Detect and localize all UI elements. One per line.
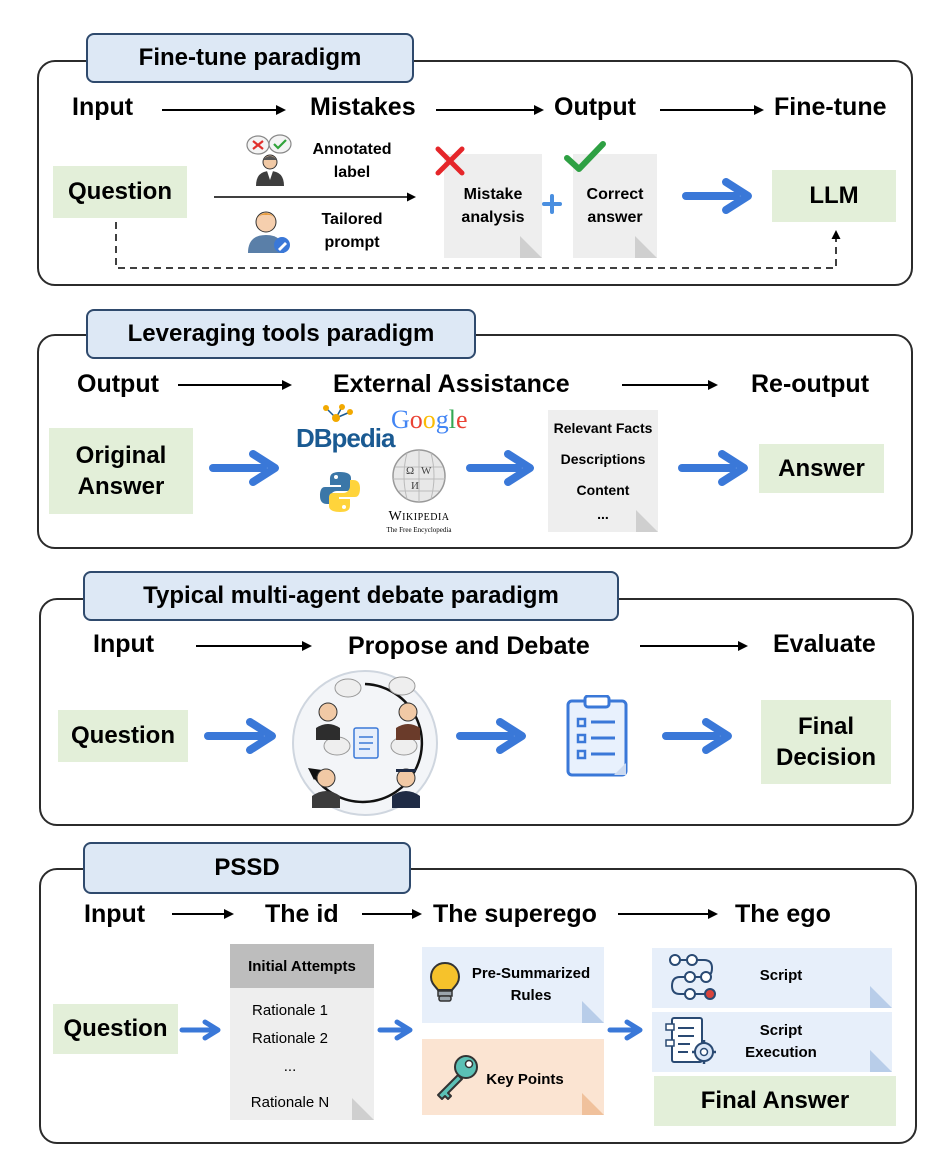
note-fold [870, 986, 892, 1008]
stage-external: External Assistance [333, 370, 570, 398]
tailored-label: Tailored prompt [321, 211, 383, 252]
final-answer-box: Final Answer [654, 1076, 896, 1126]
lightbulb-icon [428, 960, 462, 1004]
script-text: Script [759, 967, 803, 984]
dashed-feedback-arrow [115, 222, 841, 269]
blue-arrow [662, 718, 732, 754]
wikipedia-subtitle: The Free Encyclopedia [386, 526, 452, 534]
key-icon [432, 1052, 482, 1102]
python-icon [318, 470, 362, 514]
rationale-item: Rationale 2 [252, 1030, 328, 1047]
blue-arrow [678, 450, 748, 486]
thinking-person-icon [244, 134, 296, 186]
blue-arrow [179, 1019, 221, 1041]
stage-mistakes: Mistakes [310, 93, 416, 121]
check-icon [563, 140, 607, 174]
clipboard-icon [565, 694, 631, 779]
blue-arrow [466, 450, 534, 486]
note-fold [352, 1098, 374, 1120]
rationale-item: Rationale N [250, 1094, 330, 1111]
correct-note: Correct answer [573, 154, 657, 258]
stage-input: Input [84, 900, 146, 928]
stage-finetune: Fine-tune [774, 93, 887, 121]
plus-icon [541, 193, 563, 215]
mistake-note: Mistake analysis [444, 154, 542, 258]
debate-title: Typical multi-agent debate paradigm [83, 571, 619, 621]
original-answer-text: Original Answer [75, 441, 167, 500]
facts-note: Relevant Facts Descriptions Content ... [548, 410, 658, 532]
google-logo: Google [391, 405, 468, 434]
stage-propose: Propose and Debate [348, 632, 590, 660]
document-gear-icon [664, 1014, 718, 1070]
svg-text:W: W [421, 465, 432, 477]
note-fold [520, 236, 542, 258]
keypoints-text: Key Points [486, 1071, 564, 1088]
question-box: Question [53, 166, 187, 218]
note-fold [582, 1001, 604, 1023]
stage-reoutput: Re-output [751, 370, 870, 398]
blue-arrow [682, 178, 752, 214]
blue-arrow [607, 1019, 643, 1041]
original-answer-box: Original Answer [49, 428, 193, 514]
final-decision-box: Final Decision [761, 700, 891, 784]
stage-id: The id [265, 900, 339, 928]
cross-icon [433, 144, 467, 178]
rationale-item: ... [283, 1058, 297, 1075]
answer-box: Answer [759, 444, 884, 493]
stage-input: Input [93, 630, 155, 658]
fact-item: Content [576, 482, 630, 498]
llm-box: LLM [772, 170, 896, 222]
user-edit-icon [246, 207, 292, 255]
tools-title: Leveraging tools paradigm [86, 309, 476, 359]
fact-item: ... [597, 506, 609, 522]
question-box: Question [53, 1004, 178, 1054]
attempts-note: Initial Attempts Rationale 1 Rationale 2… [230, 944, 374, 1120]
execution-text: Script Execution [745, 1022, 817, 1061]
rationale-item: Rationale 1 [252, 1002, 328, 1019]
rules-text: Pre-Summarized Rules [471, 965, 591, 1004]
correct-text: Correct answer [586, 185, 644, 226]
blue-arrow [209, 450, 279, 486]
fact-item: Relevant Facts [553, 420, 653, 436]
debate-circle-icon [290, 668, 440, 818]
note-fold [635, 236, 657, 258]
workflow-icon [666, 952, 720, 1004]
mistake-text: Mistake analysis [461, 185, 525, 226]
blue-arrow [456, 718, 526, 754]
wikipedia-wordmark: Wikipedia [388, 509, 450, 524]
stage-input: Input [72, 93, 134, 121]
svg-text:Ω: Ω [406, 465, 414, 477]
question-box: Question [58, 710, 188, 762]
stage-output: Output [77, 370, 159, 398]
wikipedia-globe-icon: Ω W И [389, 447, 449, 505]
note-fold [582, 1093, 604, 1115]
fact-item: Descriptions [560, 451, 646, 467]
svg-text:И: И [411, 480, 419, 492]
stage-superego: The superego [433, 900, 597, 928]
dbpedia-logo [296, 404, 382, 454]
stage-output: Output [554, 93, 636, 121]
attempts-header: Initial Attempts [230, 944, 374, 988]
keypoints-note [422, 1039, 604, 1115]
blue-arrow [204, 718, 276, 754]
note-fold [636, 510, 658, 532]
note-fold [870, 1050, 892, 1072]
dbpedia-text: DBpedia [296, 423, 395, 453]
finetune-title: Fine-tune paradigm [86, 33, 414, 83]
blue-arrow [377, 1019, 413, 1041]
stage-evaluate: Evaluate [773, 630, 876, 658]
final-decision-text: Final Decision [775, 712, 877, 771]
annotated-label: Annotated label [312, 141, 392, 182]
stage-ego: The ego [735, 900, 831, 928]
pssd-title: PSSD [83, 842, 411, 894]
